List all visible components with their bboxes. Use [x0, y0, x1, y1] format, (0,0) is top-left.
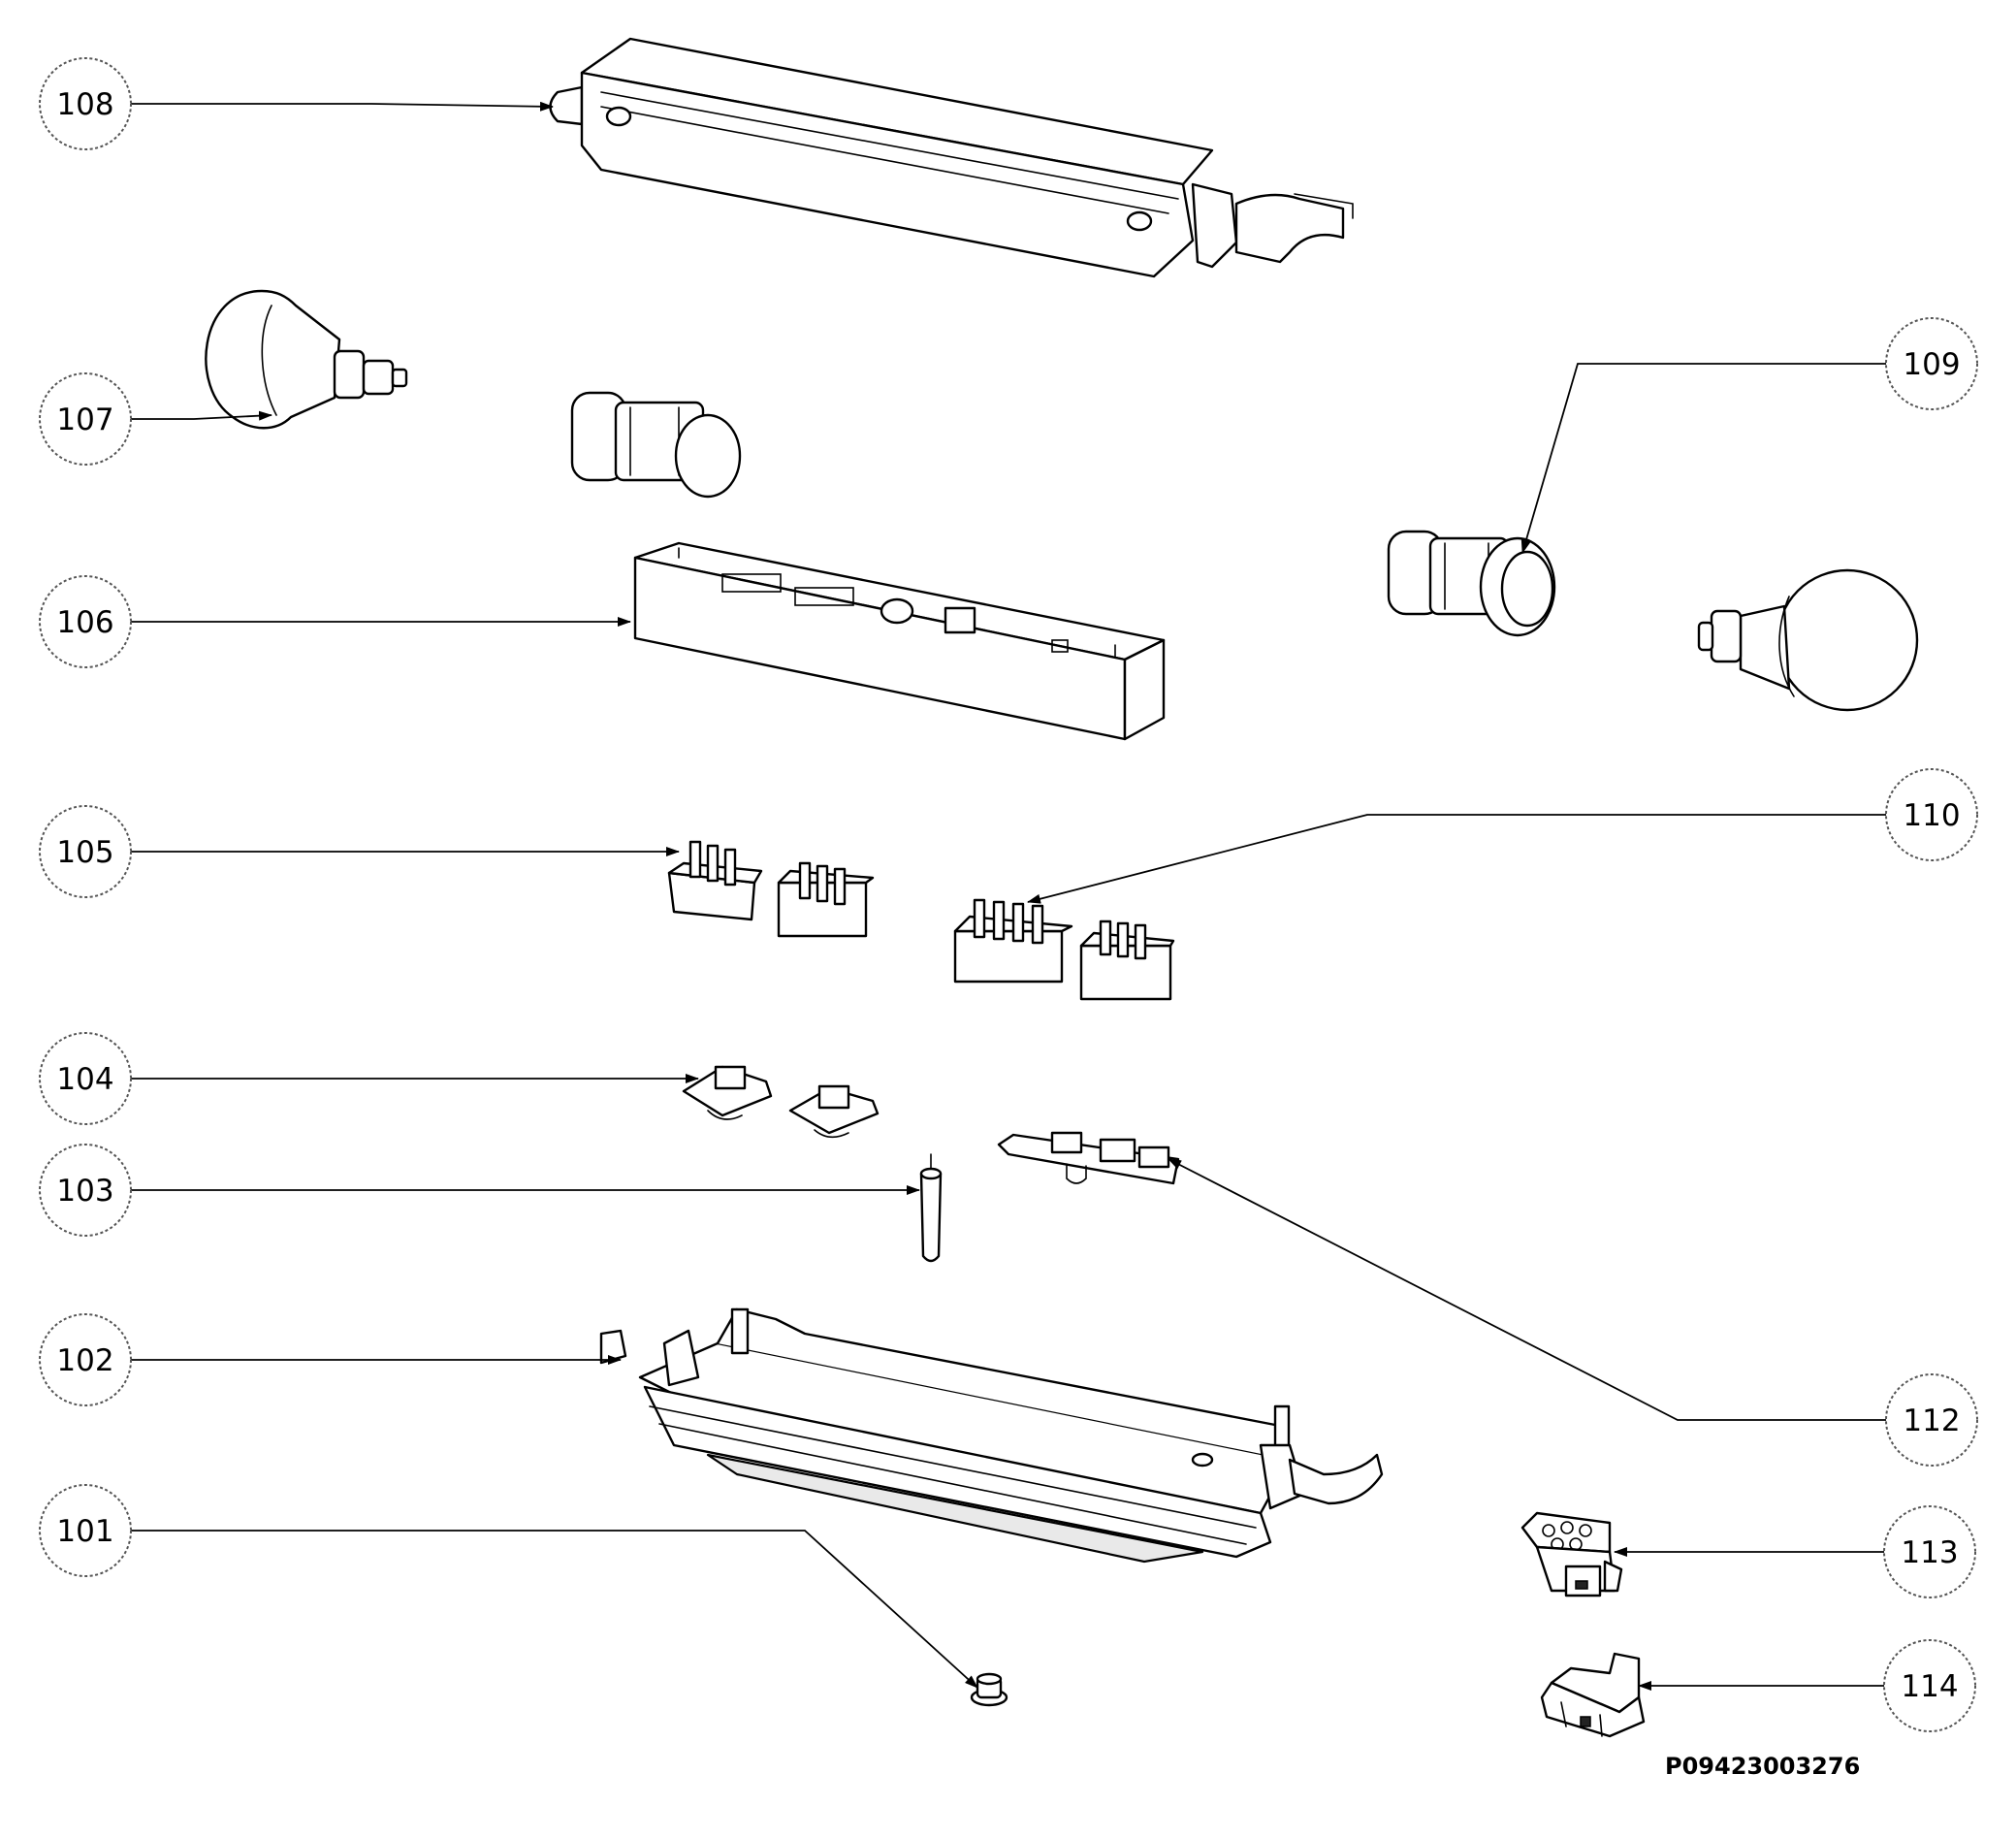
callout-112: 112 — [1885, 1373, 1978, 1467]
callout-106: 106 — [39, 575, 132, 668]
svg-text:114: 114 — [1901, 1669, 1958, 1704]
leader-112 — [1168, 1158, 1891, 1421]
svg-text:104: 104 — [56, 1062, 113, 1097]
svg-text:106: 106 — [56, 605, 113, 640]
svg-text:107: 107 — [56, 403, 113, 437]
part-lamp-bulb-right — [1697, 568, 1919, 712]
part-104-clips — [682, 1065, 880, 1139]
callout-109: 109 — [1885, 317, 1978, 410]
leader-107 — [131, 410, 272, 421]
part-107-lamp-bulb-left — [205, 289, 408, 430]
svg-text:110: 110 — [1903, 798, 1960, 833]
svg-text:105: 105 — [56, 835, 113, 870]
callout-105: 105 — [39, 805, 132, 898]
callout-113: 113 — [1883, 1505, 1976, 1598]
svg-text:108: 108 — [56, 87, 113, 122]
callout-101: 101 — [39, 1484, 132, 1577]
part-102-lower-housing — [599, 1307, 1384, 1564]
leader-lines — [131, 101, 1891, 1691]
part-lamp-holder-left — [570, 391, 742, 499]
callout-107: 107 — [39, 372, 132, 466]
svg-text:113: 113 — [1901, 1535, 1958, 1570]
callout-103: 103 — [39, 1144, 132, 1237]
leader-110 — [1027, 814, 1891, 904]
svg-text:112: 112 — [1903, 1403, 1960, 1438]
callout-110: 110 — [1885, 768, 1978, 861]
part-108-upper-cover — [549, 37, 1354, 278]
part-112-slider — [997, 1131, 1180, 1185]
svg-text:102: 102 — [56, 1343, 113, 1378]
callout-114: 114 — [1883, 1639, 1976, 1732]
leader-101 — [131, 1530, 978, 1689]
svg-text:109: 109 — [1903, 347, 1960, 382]
part-106-lamp-housing — [633, 541, 1166, 741]
part-103-pin — [919, 1153, 943, 1263]
svg-text:101: 101 — [56, 1514, 113, 1549]
part-114-connector — [1540, 1652, 1646, 1738]
drawing-reference-number: P09423003276 — [1665, 1753, 1860, 1780]
leader-109 — [1520, 363, 1891, 554]
part-105-connectors — [667, 840, 875, 938]
leader-108 — [131, 101, 554, 112]
part-101-plug — [970, 1672, 1008, 1707]
callout-104: 104 — [39, 1032, 132, 1125]
part-109-lamp-holder-right — [1387, 530, 1556, 637]
callout-108: 108 — [39, 57, 132, 150]
svg-text:103: 103 — [56, 1174, 113, 1209]
part-110-connectors — [953, 898, 1175, 1001]
callout-102: 102 — [39, 1313, 132, 1406]
part-113-connector — [1520, 1511, 1623, 1597]
